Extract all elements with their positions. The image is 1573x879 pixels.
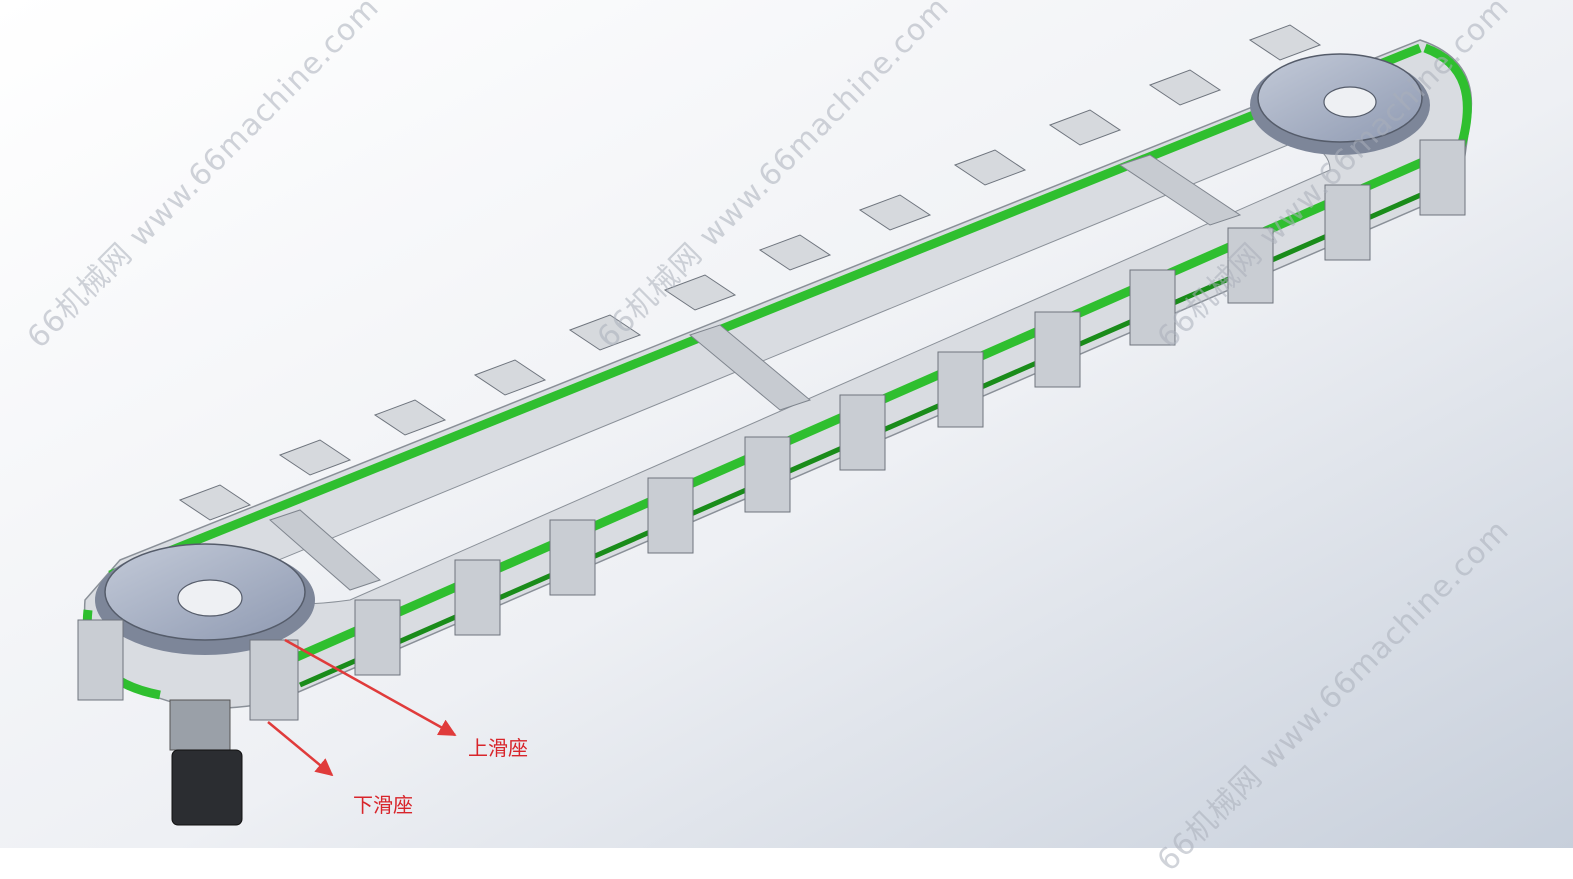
upper-plates — [178, 24, 1322, 521]
motor — [169, 699, 243, 826]
upper-slider-label: 上滑座 — [468, 736, 528, 760]
upper-slider-arrow — [284, 638, 457, 737]
right-disc — [1250, 53, 1430, 155]
lower-plates — [77, 139, 1466, 721]
lower-slider-arrow — [267, 721, 334, 777]
lower-slider-label: 下滑座 — [353, 793, 413, 817]
conveyor-diagram — [0, 0, 1573, 848]
cross-members — [269, 154, 1242, 591]
left-disc — [95, 543, 315, 655]
